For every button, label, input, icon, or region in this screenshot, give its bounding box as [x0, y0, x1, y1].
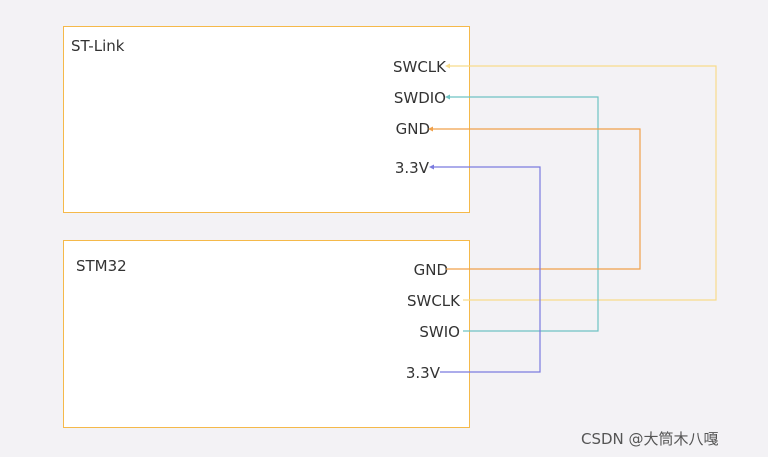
arrow-3v3: [429, 164, 434, 170]
stm32-pin-3v3: 3.3V: [405, 364, 440, 382]
wire-swclk: [448, 65, 717, 301]
stm32-title: STM32: [76, 257, 127, 275]
stm32-pin-gnd: GND: [413, 261, 448, 279]
stlink-pin-swdio: SWDIO: [393, 89, 446, 107]
stlink-box: [63, 26, 470, 213]
arrow-swclk: [445, 63, 450, 69]
stm32-pin-swio: SWIO: [419, 323, 460, 341]
wire-gnd: [431, 128, 641, 270]
wire-3v3: [432, 166, 541, 373]
stm32-box: [63, 240, 470, 428]
arrow-gnd: [428, 126, 433, 132]
wire-swdio: [448, 96, 599, 332]
watermark: CSDN @大筒木八嘎: [581, 430, 719, 448]
stlink-pin-gnd: GND: [395, 120, 430, 138]
stlink-pin-swclk: SWCLK: [392, 58, 446, 76]
stm32-pin-swclk: SWCLK: [406, 292, 460, 310]
stlink-title: ST-Link: [71, 37, 125, 55]
arrow-swdio: [445, 94, 450, 100]
stlink-pin-3v3: 3.3V: [394, 159, 429, 177]
